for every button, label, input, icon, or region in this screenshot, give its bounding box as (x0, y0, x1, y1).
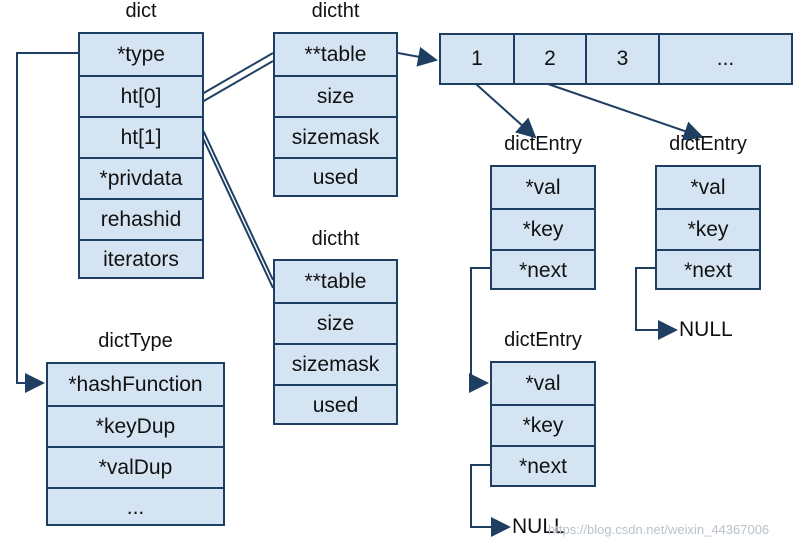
slot2-to-entry-arrow (547, 83, 704, 141)
dicttype-field: *valDup (48, 446, 223, 487)
ht1-to-dictht1-line (201, 135, 274, 289)
dictht-field: used (275, 157, 396, 197)
entry-next-arrow (469, 267, 490, 393)
dictht-struct: **table size sizemask used (273, 259, 398, 425)
dictentry-field: *val (525, 371, 561, 395)
dict-title: dict (125, 0, 157, 22)
dictentry-title: dictEntry (669, 133, 747, 155)
table-to-array-arrow (397, 46, 438, 67)
dicttype-title: dictType (98, 330, 173, 352)
dictentry-title: dictEntry (504, 329, 582, 351)
dictht-title: dictht (311, 0, 360, 22)
dicttype-field: ... (48, 487, 223, 526)
array-slot: ... (658, 35, 791, 83)
dictht-title: dictht (311, 228, 360, 250)
dictht-field: used (275, 384, 396, 425)
dicttype-struct: *hashFunction *keyDup *valDup ... (46, 362, 225, 526)
entry-next-null-arrow (635, 267, 678, 340)
null-label: NULL (679, 318, 733, 341)
dictentry-field: *next (492, 445, 594, 487)
dictentry-struct: *val *key *next (655, 165, 761, 290)
dict-field: rehashid (80, 198, 202, 239)
dictht-field: size (275, 302, 396, 343)
dictentry-struct: *val *key *next (490, 165, 596, 290)
array-slot: 2 (513, 35, 585, 83)
dict-field: ht[0] (80, 75, 202, 116)
dictentry-struct: *val *key *next (490, 361, 596, 487)
type-to-dicttype-arrow (16, 52, 78, 393)
dictht-field: sizemask (275, 343, 396, 384)
dicttype-field: *keyDup (48, 405, 223, 446)
dictht-struct: **table size sizemask used (273, 32, 398, 197)
dict-struct: *type ht[0] ht[1] *privdata rehashid ite… (78, 32, 204, 279)
dict-field: *type (117, 42, 165, 66)
dictentry-field: *val (690, 175, 726, 199)
dictht-field: sizemask (275, 116, 396, 157)
dictentry-field: *key (492, 208, 594, 249)
array-slot: 3 (585, 35, 658, 83)
dictentry-field: *key (492, 404, 594, 445)
dictentry-title: dictEntry (504, 133, 582, 155)
ht0-to-dictht0-line (201, 52, 274, 95)
hash-table-array: 1 2 3 ... (439, 33, 793, 85)
dictht-field: **table (304, 269, 367, 293)
dicttype-field: *hashFunction (68, 372, 203, 396)
dictht-field: size (275, 75, 396, 116)
dict-field: iterators (80, 239, 202, 279)
dict-field: ht[1] (80, 116, 202, 157)
slot1-to-entry-arrow (475, 83, 537, 139)
entry-next-null-arrow (470, 464, 511, 537)
dictht-field: **table (304, 42, 367, 66)
watermark: https://blog.csdn.net/weixin_44367006 (548, 522, 770, 537)
array-slot: 1 (471, 47, 483, 70)
dictentry-field: *next (492, 249, 594, 290)
dictentry-field: *key (657, 208, 759, 249)
dict-field: *privdata (80, 157, 202, 198)
ht1-to-dictht1-line (201, 127, 274, 281)
ht0-to-dictht0-line (201, 60, 274, 103)
dictentry-field: *val (525, 175, 561, 199)
null-label: NULL (512, 515, 566, 538)
dictentry-field: *next (657, 249, 759, 290)
